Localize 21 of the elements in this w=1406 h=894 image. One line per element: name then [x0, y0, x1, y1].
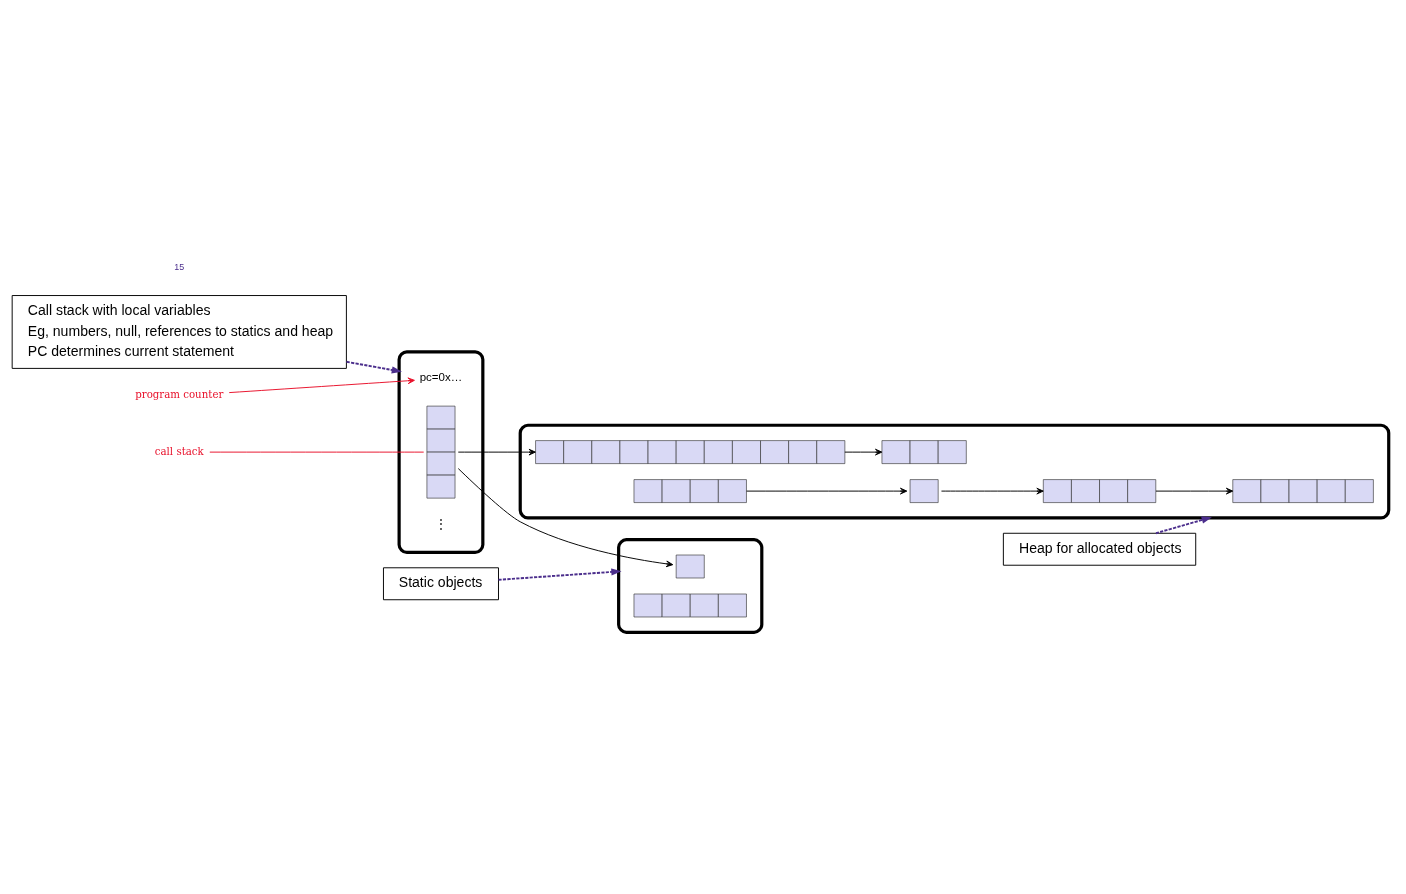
cluster [617, 538, 764, 634]
node-text: ⋮ [434, 518, 447, 531]
arrow [1155, 487, 1234, 495]
node-box: Static objects [382, 567, 499, 601]
arrow [844, 448, 883, 456]
arrow [457, 448, 536, 456]
node-text: program counter [135, 389, 224, 401]
arrow [457, 468, 674, 568]
arrow [345, 360, 402, 374]
label: 15 [174, 262, 185, 273]
node-text: call stack [154, 445, 204, 457]
arrow [497, 568, 622, 581]
node-box: Call stack with local variables Eg, numbers, null, references to statics and heap PC determines current statement [11, 295, 347, 369]
arrow [228, 377, 415, 394]
arrow [746, 487, 908, 495]
node-box: Heap for allocated objects [1002, 532, 1197, 566]
arrow [941, 487, 1044, 495]
cluster [518, 423, 1391, 520]
connector [209, 451, 425, 453]
node-text: pc=0x… [419, 371, 463, 384]
cluster [397, 350, 485, 555]
